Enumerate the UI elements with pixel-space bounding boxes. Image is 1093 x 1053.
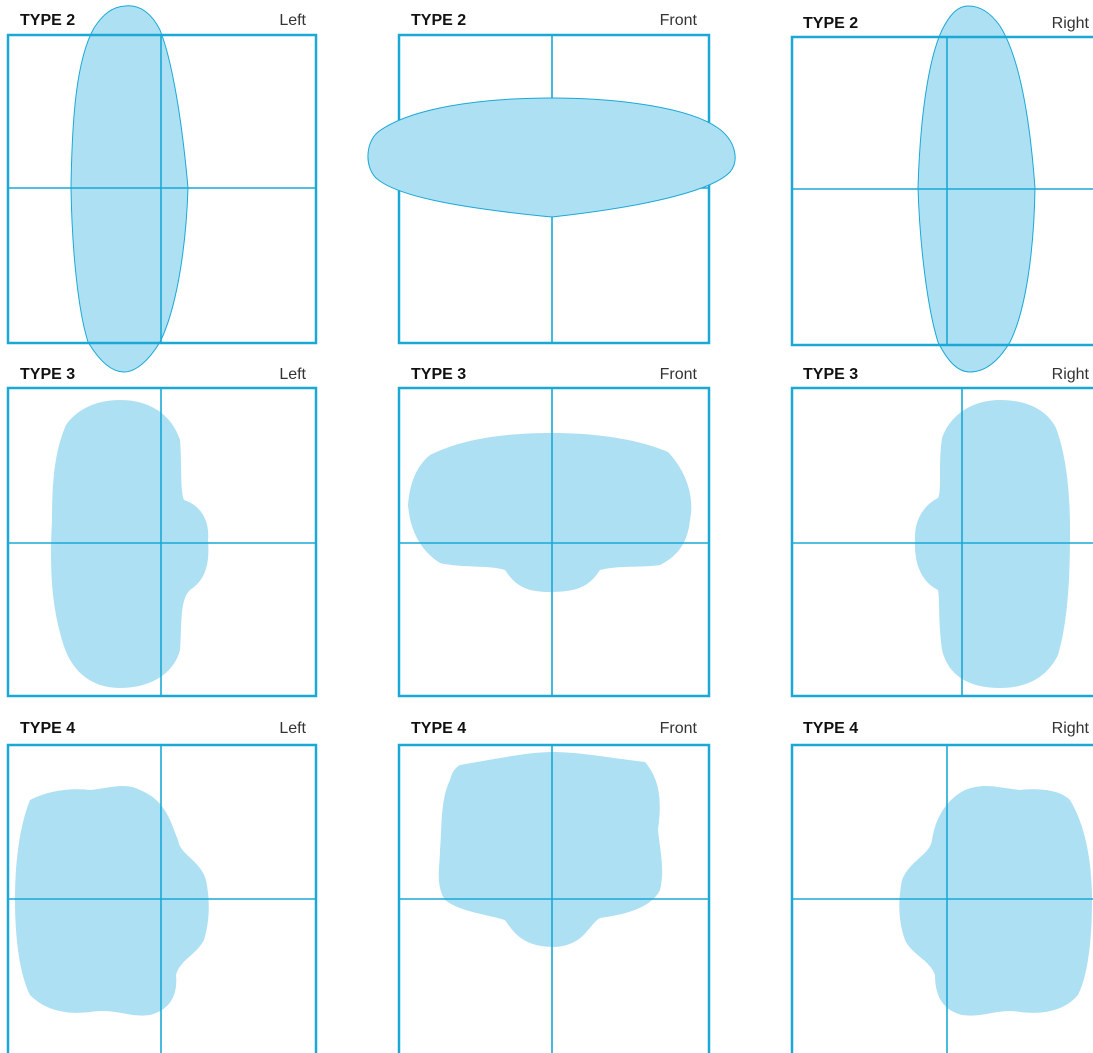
panel-7 bbox=[8, 745, 316, 1053]
type3-left-shape bbox=[51, 400, 208, 688]
type3-front-shape bbox=[408, 433, 691, 592]
panel-1 bbox=[8, 6, 316, 372]
type4-front-shape bbox=[439, 752, 662, 947]
type2-left-shape bbox=[71, 6, 188, 372]
panel-6 bbox=[792, 388, 1093, 696]
panel-2 bbox=[368, 35, 735, 343]
type4-right-shape bbox=[899, 786, 1092, 1016]
panel-9 bbox=[792, 745, 1093, 1053]
panel-4 bbox=[8, 388, 316, 696]
panel-8 bbox=[399, 745, 709, 1053]
panel-5 bbox=[399, 388, 709, 696]
panel-3 bbox=[792, 6, 1093, 372]
type4-left-shape bbox=[15, 786, 209, 1016]
type3-right-shape bbox=[915, 400, 1070, 688]
type2-front-shape bbox=[368, 98, 735, 217]
